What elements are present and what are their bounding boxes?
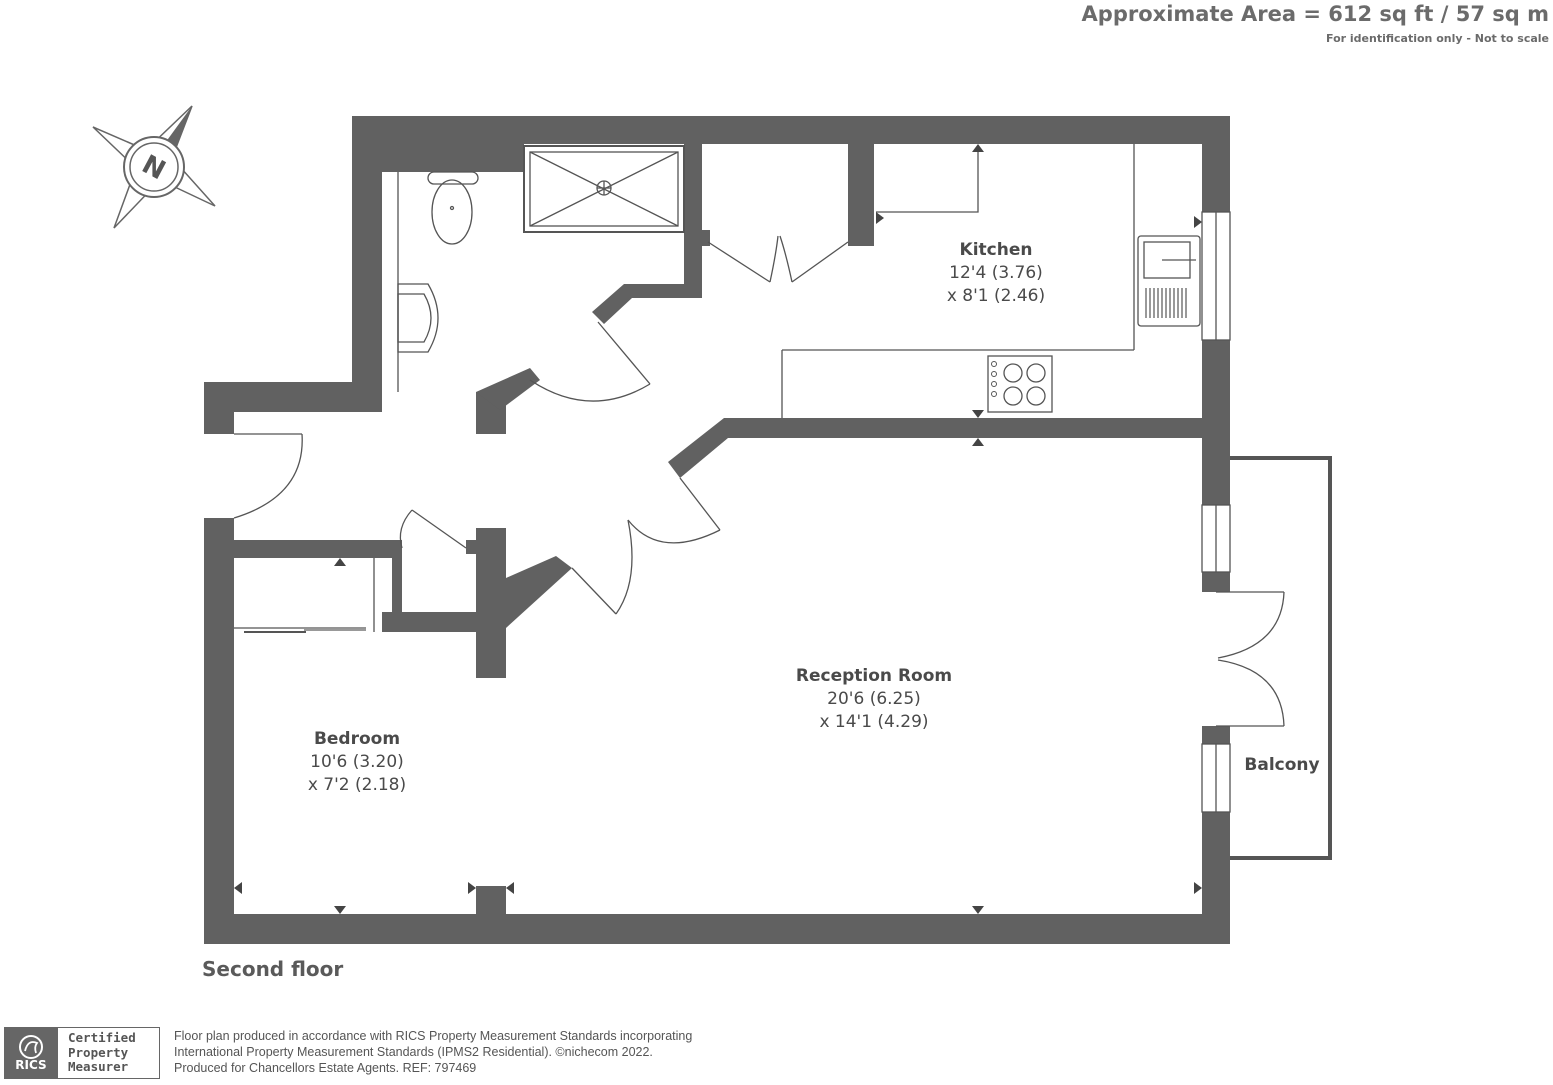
footer-line3: Produced for Chancellors Estate Agents. … <box>174 1061 477 1075</box>
rics-logo <box>4 1027 58 1079</box>
kitchen-dim1: 12'4 (3.76) <box>949 263 1043 283</box>
sink-drainer <box>1145 259 1196 318</box>
bedroom-name: Bedroom <box>314 729 400 749</box>
rics-cert-line3: Measurer <box>68 1059 129 1074</box>
bedroom-dim2: x 7'2 (2.18) <box>308 775 406 795</box>
rics-cert-line2: Property <box>68 1044 129 1060</box>
kitchen-dim2: x 8'1 (2.46) <box>947 286 1045 306</box>
floor-label: Second floor <box>202 957 344 981</box>
bedroom-dim1: 10'6 (3.20) <box>310 752 404 772</box>
reception-dim1: 20'6 (6.25) <box>827 689 921 709</box>
kitchen-name: Kitchen <box>960 240 1033 260</box>
rics-logo-text: RICS <box>15 1058 47 1072</box>
rics-certified-text: Certified Property Measurer <box>68 1030 136 1075</box>
walls <box>204 116 1230 944</box>
hob-knobs <box>991 361 997 397</box>
footer-disclaimer: Floor plan produced in accordance with R… <box>174 1028 692 1076</box>
lion-icon <box>19 1035 43 1059</box>
fixtures <box>233 144 1332 860</box>
measurement-markers <box>234 144 1202 914</box>
footer-line1: Floor plan produced in accordance with R… <box>174 1029 693 1043</box>
rics-cert-line1: Certified <box>68 1030 136 1045</box>
compass-icon: N <box>92 105 216 229</box>
footer-line2: International Property Measurement Stand… <box>174 1045 653 1059</box>
identification-note: For identification only - Not to scale <box>1326 32 1549 45</box>
balcony-name: Balcony <box>1244 755 1319 775</box>
reception-name: Reception Room <box>796 666 952 686</box>
reception-dim2: x 14'1 (4.29) <box>819 712 928 732</box>
approximate-area: Approximate Area = 612 sq ft / 57 sq m <box>1081 2 1549 26</box>
